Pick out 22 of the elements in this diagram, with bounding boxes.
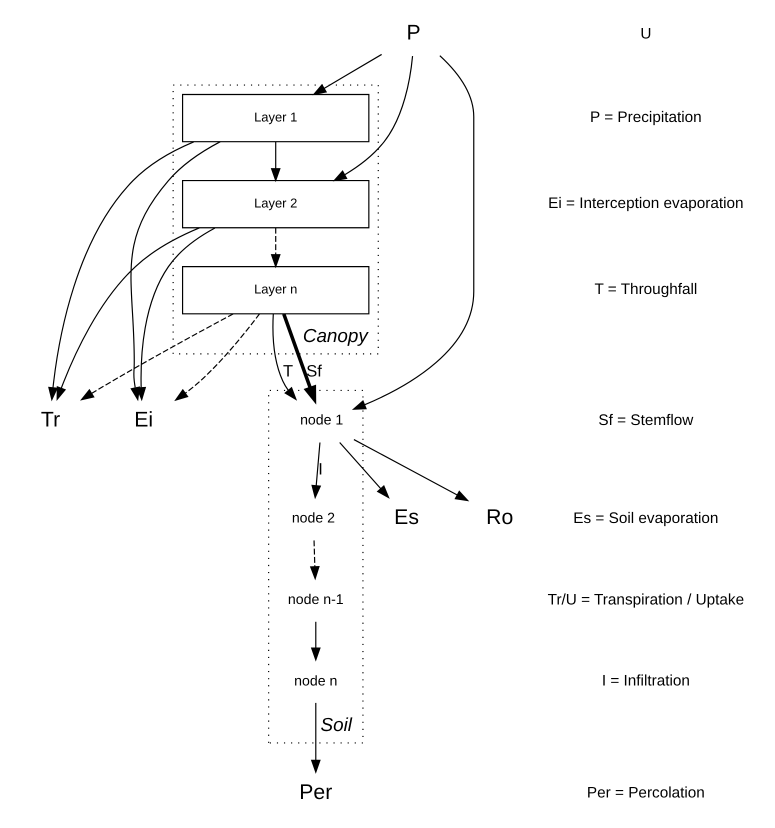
- edge-label: I: [318, 460, 322, 478]
- node-text: Ro: [486, 506, 513, 530]
- node-text: Per: [298, 780, 332, 804]
- edge-label: Sf: [306, 362, 322, 381]
- label: I = Infiltration: [601, 672, 690, 690]
- node-text: Ei: [134, 408, 153, 432]
- node-text: Es: [394, 506, 418, 530]
- node-text: node n-1: [287, 590, 344, 607]
- label: Es = Soil evaporation: [572, 510, 718, 527]
- edge-label: T: [282, 362, 293, 381]
- node-text: node 2: [291, 510, 335, 526]
- node-text: P: [406, 22, 420, 45]
- label: P = Precipitation: [590, 109, 702, 126]
- node-text: Tr: [40, 408, 60, 432]
- label: Tr/U = Transpiration / Uptake: [547, 591, 744, 608]
- label: T = Throughfall: [594, 281, 697, 298]
- label: Per = Percolation: [586, 784, 704, 802]
- node-text: node n: [294, 672, 337, 688]
- node-text: node 1: [300, 412, 343, 428]
- label: Ei = Interception evaporation: [548, 195, 744, 212]
- label: Sf = Stemflow: [598, 412, 693, 430]
- label: U: [640, 25, 651, 42]
